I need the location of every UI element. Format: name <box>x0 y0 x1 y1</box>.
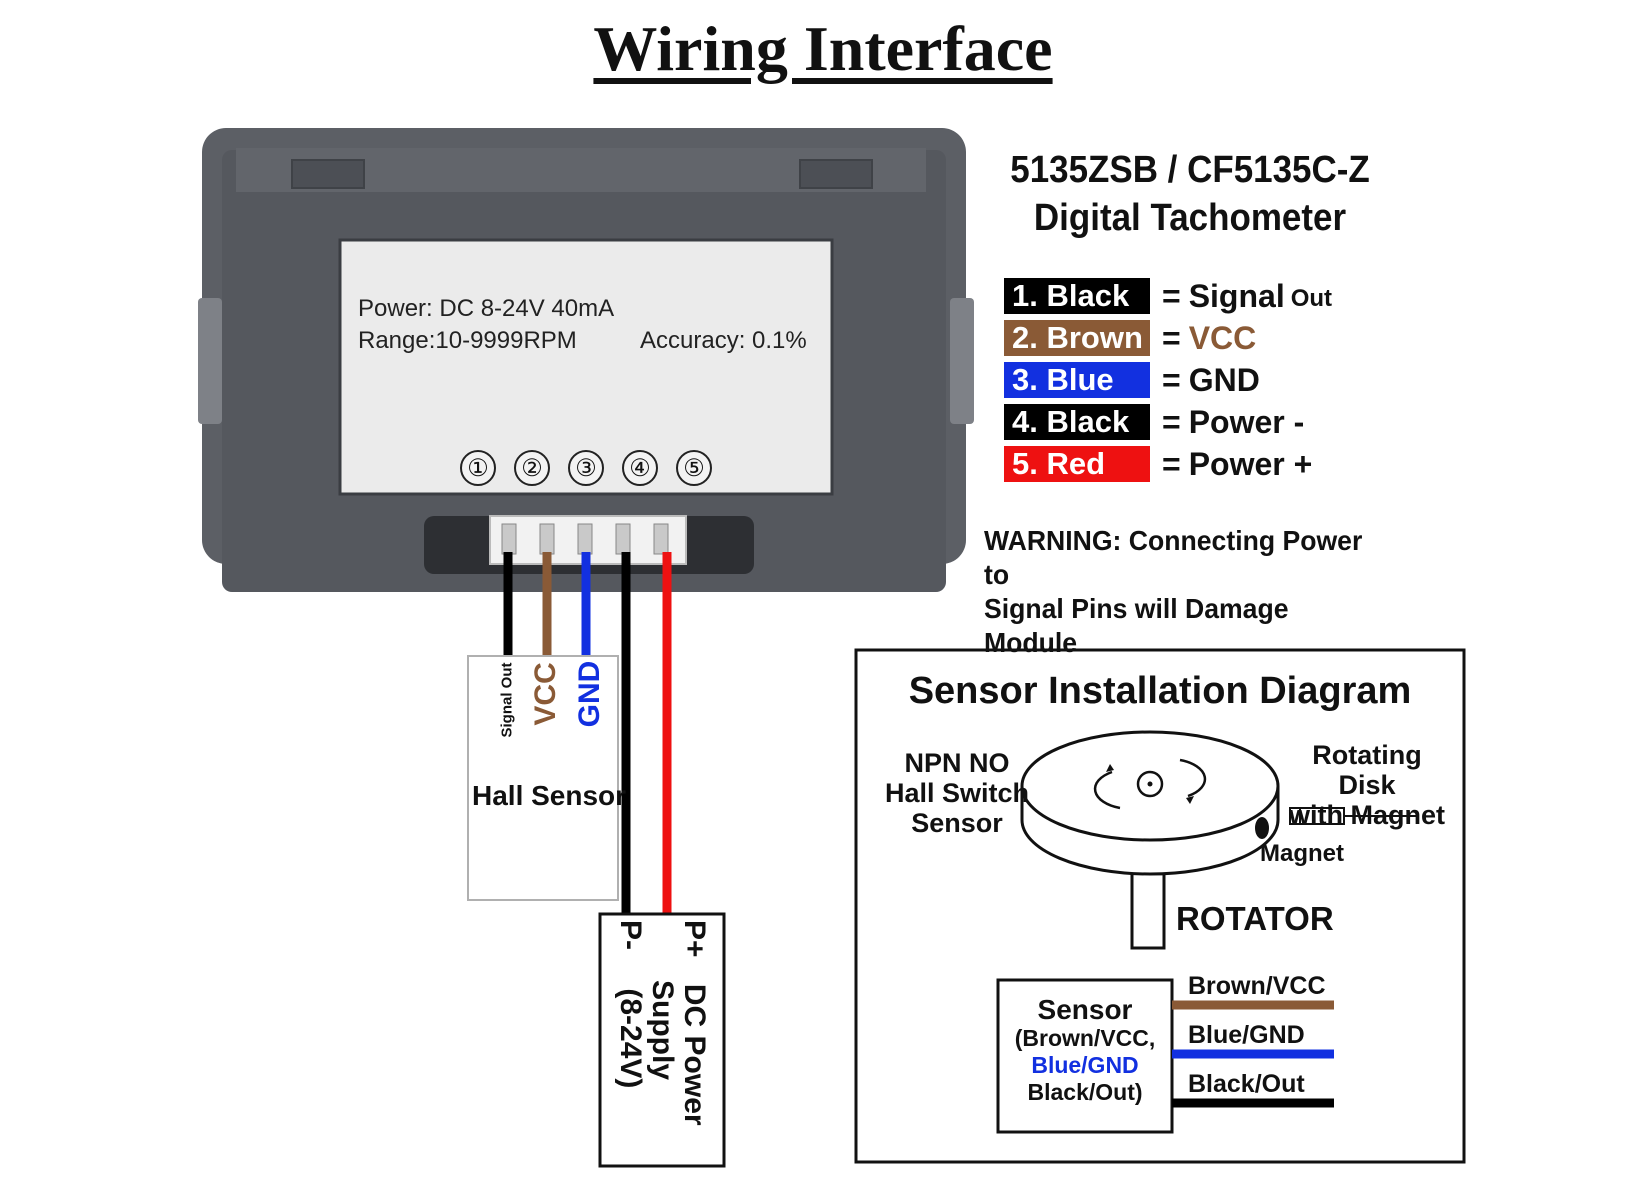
tachometer-device <box>198 128 974 592</box>
disk-line-2: with Magnet <box>1289 800 1445 830</box>
pin-1-label: ① <box>460 450 496 486</box>
disk-line-1: Rotating Disk <box>1312 740 1422 800</box>
hall-sensor-box <box>467 655 619 901</box>
magnet-dot <box>1255 817 1269 839</box>
wire-blue-label: Blue/GND <box>1188 1021 1305 1049</box>
legend-func-2: VCC <box>1188 319 1257 356</box>
hall-vcc-label: VCC <box>529 662 562 726</box>
pin-2-label: ② <box>514 450 550 486</box>
rotator-label: ROTATOR <box>1176 900 1334 937</box>
rotating-disk <box>1020 730 1280 876</box>
installation-title: Sensor Installation Diagram <box>908 670 1412 712</box>
hall-gnd-label: GND <box>573 660 606 728</box>
page-title: Wiring Interface <box>593 13 1053 84</box>
sensor-box-line-3: Black/Out) <box>1027 1079 1143 1105</box>
npn-line-2: Hall Switch <box>884 778 1030 808</box>
legend-row-2: 2. Brown = VCC <box>1004 319 1256 357</box>
model-name: 5135ZSB / CF5135C-Z <box>1010 149 1370 191</box>
legend-suffix-1: Out <box>1290 285 1333 312</box>
legend-func-1: Signal <box>1188 277 1285 314</box>
warning-line-2: Signal Pins will Damage Module <box>984 593 1289 658</box>
rotating-disk-label: Rotating Disk with Magnet <box>1282 740 1452 830</box>
sensor-box-text: Sensor (Brown/VCC, Blue/GND Black/Out) <box>1000 995 1170 1106</box>
legend-func-5: Power + <box>1188 445 1313 482</box>
wire-brown-label: Brown/VCC <box>1188 972 1326 1000</box>
sensor-box-line-1: (Brown/VCC, <box>1014 1025 1156 1051</box>
legend-chip-5: 5. Red <box>1004 446 1150 482</box>
power-p-minus: P- <box>614 920 647 950</box>
legend-eq-1: = <box>1162 277 1181 314</box>
device-range-text: Range:10-9999RPM <box>358 327 577 354</box>
device-power-text: Power: DC 8-24V 40mA <box>358 295 615 322</box>
pin-5-label: ⑤ <box>676 450 712 486</box>
sensor-box-line-2: Blue/GND <box>1031 1052 1139 1078</box>
model-title: 5135ZSB / CF5135C-Z Digital Tachometer <box>978 146 1401 242</box>
magnet-label: Magnet <box>1260 840 1344 867</box>
pin-3-label: ③ <box>568 450 604 486</box>
npn-line-3: Sensor <box>911 808 1003 838</box>
device-wires <box>503 552 672 916</box>
npn-sensor-label: NPN NO Hall Switch Sensor <box>872 748 1042 838</box>
power-line-1: DC Power <box>678 983 711 1126</box>
legend-eq-5: = <box>1162 445 1181 482</box>
sensor-box-title: Sensor <box>1037 994 1133 1025</box>
wire-black-label: Black/Out <box>1188 1070 1305 1098</box>
legend-row-4: 4. Black = Power - <box>1004 403 1304 441</box>
device-accuracy-text: Accuracy: 0.1% <box>640 327 807 354</box>
legend-eq-2: = <box>1162 319 1181 356</box>
power-p-plus: P+ <box>678 920 711 958</box>
power-line-3: (8-24V) <box>614 988 647 1089</box>
warning-text: WARNING: Connecting Power to Signal Pins… <box>984 524 1383 660</box>
legend-func-3: GND <box>1188 361 1260 398</box>
legend-func-4: Power - <box>1188 403 1305 440</box>
model-type: Digital Tachometer <box>1033 197 1347 239</box>
legend-chip-3: 3. Blue <box>1004 362 1150 398</box>
legend-row-1: 1. Black = Signal Out <box>1004 277 1332 315</box>
power-supply-box <box>598 912 726 1168</box>
legend-chip-4: 4. Black <box>1004 404 1150 440</box>
legend-row-5: 5. Red = Power + <box>1004 445 1312 483</box>
warning-line-1: WARNING: Connecting Power to <box>984 525 1363 590</box>
pin-numbers: ① ② ③ ④ ⑤ <box>460 450 730 486</box>
legend-eq-3: = <box>1162 361 1181 398</box>
hall-signal-label: Signal Out <box>498 662 516 738</box>
hall-sensor-name: Hall Sensor <box>472 780 627 811</box>
legend-eq-4: = <box>1162 403 1181 440</box>
legend-chip-2: 2. Brown <box>1004 320 1150 356</box>
legend-row-3: 3. Blue = GND <box>1004 361 1260 399</box>
power-supply-labels: P+ DC Power Supply P- (8-24V) <box>614 920 711 1160</box>
legend-chip-1: 1. Black <box>1004 278 1150 314</box>
pin-4-label: ④ <box>622 450 658 486</box>
npn-line-1: NPN NO <box>904 748 1010 778</box>
power-line-2: Supply <box>646 980 679 1081</box>
hall-switch-probe <box>1289 807 1418 825</box>
